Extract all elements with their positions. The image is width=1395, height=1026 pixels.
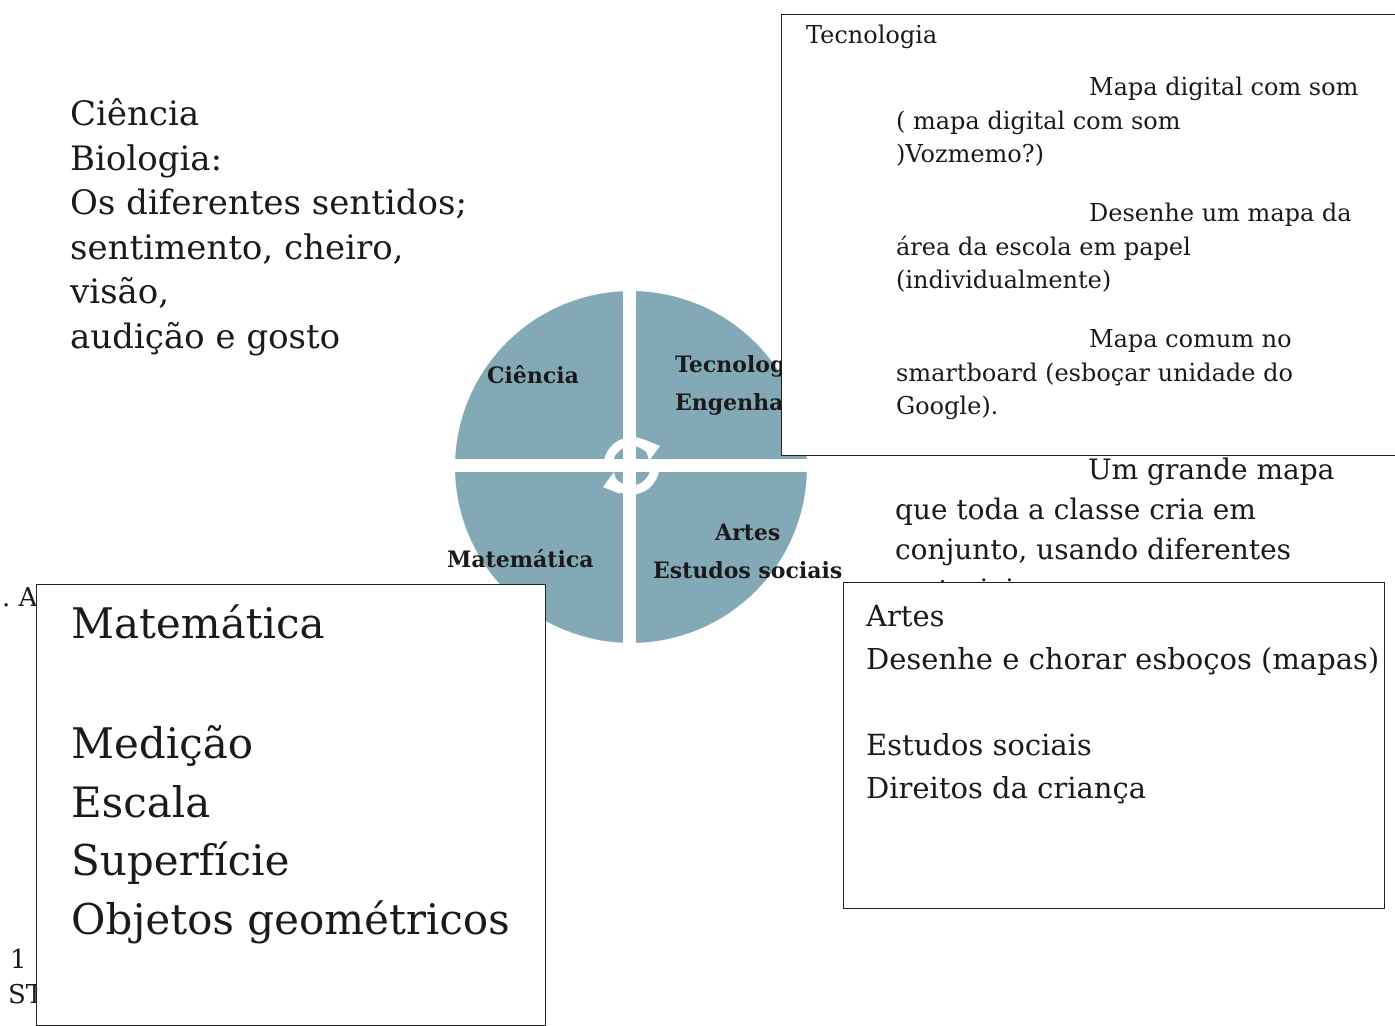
arts-line: Desenhe e chorar esboços (mapas): [866, 642, 1380, 676]
math-item: Escala: [71, 777, 211, 827]
fragment-left-a: . A: [2, 583, 38, 613]
quadrant-label-arts: Artes Estudos sociais: [653, 514, 842, 590]
science-line: visão,: [70, 272, 170, 312]
science-line: Biologia:: [70, 138, 223, 179]
technology-item-line: ( mapa digital com som: [896, 106, 1181, 135]
math-box-title: Matemática: [71, 599, 325, 648]
technology-item-smartboard-map: Mapa comum no smartboard (esboçar unidad…: [896, 323, 1293, 424]
science-line: Os diferentes sentidos;: [70, 183, 467, 223]
technology-item-paper-map: Desenhe um mapa da área da escola em pap…: [896, 197, 1352, 298]
fragment-page-number: 1: [10, 945, 27, 975]
science-text: Ciência Biologia: Os diferentes sentidos…: [70, 92, 467, 359]
quadrant-label-text: Artes: [715, 520, 781, 546]
science-line: sentimento, cheiro,: [70, 227, 404, 268]
quadrant-label-text: Estudos sociais: [653, 558, 843, 584]
technology-item-line: Mapa digital com som: [1089, 73, 1359, 101]
arts-box: Artes Desenhe e chorar esboços (mapas) E…: [843, 582, 1385, 909]
technology-item-line: smartboard (esboçar unidade do: [896, 358, 1293, 387]
technology-box-title: Tecnologia: [806, 21, 938, 49]
technology-item-line: Desenhe um mapa da: [1089, 199, 1352, 227]
technology-item-line: Mapa comum no: [1089, 325, 1292, 353]
arts-line: [866, 681, 1379, 724]
arts-line: Artes: [866, 599, 945, 633]
technology-item-line: (individualmente): [896, 266, 1112, 294]
technology-overflow-line: que toda a classe cria em: [895, 493, 1256, 526]
math-box: Matemática Medição Escala Superfície Obj…: [36, 584, 546, 1026]
math-item: Objetos geométricos: [71, 895, 510, 945]
circle-svg: [453, 289, 813, 649]
science-line: Ciência: [70, 94, 200, 134]
quadrant-label-text: Matemática: [447, 547, 594, 573]
quadrant-label-science: Ciência: [487, 357, 579, 395]
math-items: Medição Escala Superfície Objetos geomét…: [71, 715, 510, 950]
technology-overflow-line: Um grande mapa: [1088, 453, 1335, 486]
math-item: Medição: [71, 719, 254, 768]
arts-line: Estudos sociais: [866, 728, 1092, 762]
arts-box-content: Artes Desenhe e chorar esboços (mapas) E…: [866, 595, 1379, 810]
cycle-arrows-icon: [603, 437, 660, 495]
technology-item-line: área da escola em papel: [896, 232, 1191, 261]
technology-item-line: )Vozmemo?): [896, 140, 1044, 168]
technology-item-digital-map: Mapa digital com som ( mapa digital com …: [896, 71, 1358, 172]
math-item: Superfície: [71, 836, 290, 886]
technology-item-line: Google).: [896, 392, 999, 420]
science-line: audição e gosto: [70, 316, 341, 357]
quadrant-label-math: Matemática: [447, 541, 593, 579]
arts-line: Direitos da criança: [866, 771, 1146, 805]
technology-box: Tecnologia Mapa digital com som ( mapa d…: [781, 14, 1395, 456]
quadrant-label-text: Ciência: [487, 363, 579, 389]
stem-circle-diagram: Ciência Tecnologia Engenharia Matemática…: [447, 289, 842, 649]
horizontal-divider: [453, 459, 813, 472]
technology-overflow-line: conjunto, usando diferentes: [895, 533, 1292, 566]
